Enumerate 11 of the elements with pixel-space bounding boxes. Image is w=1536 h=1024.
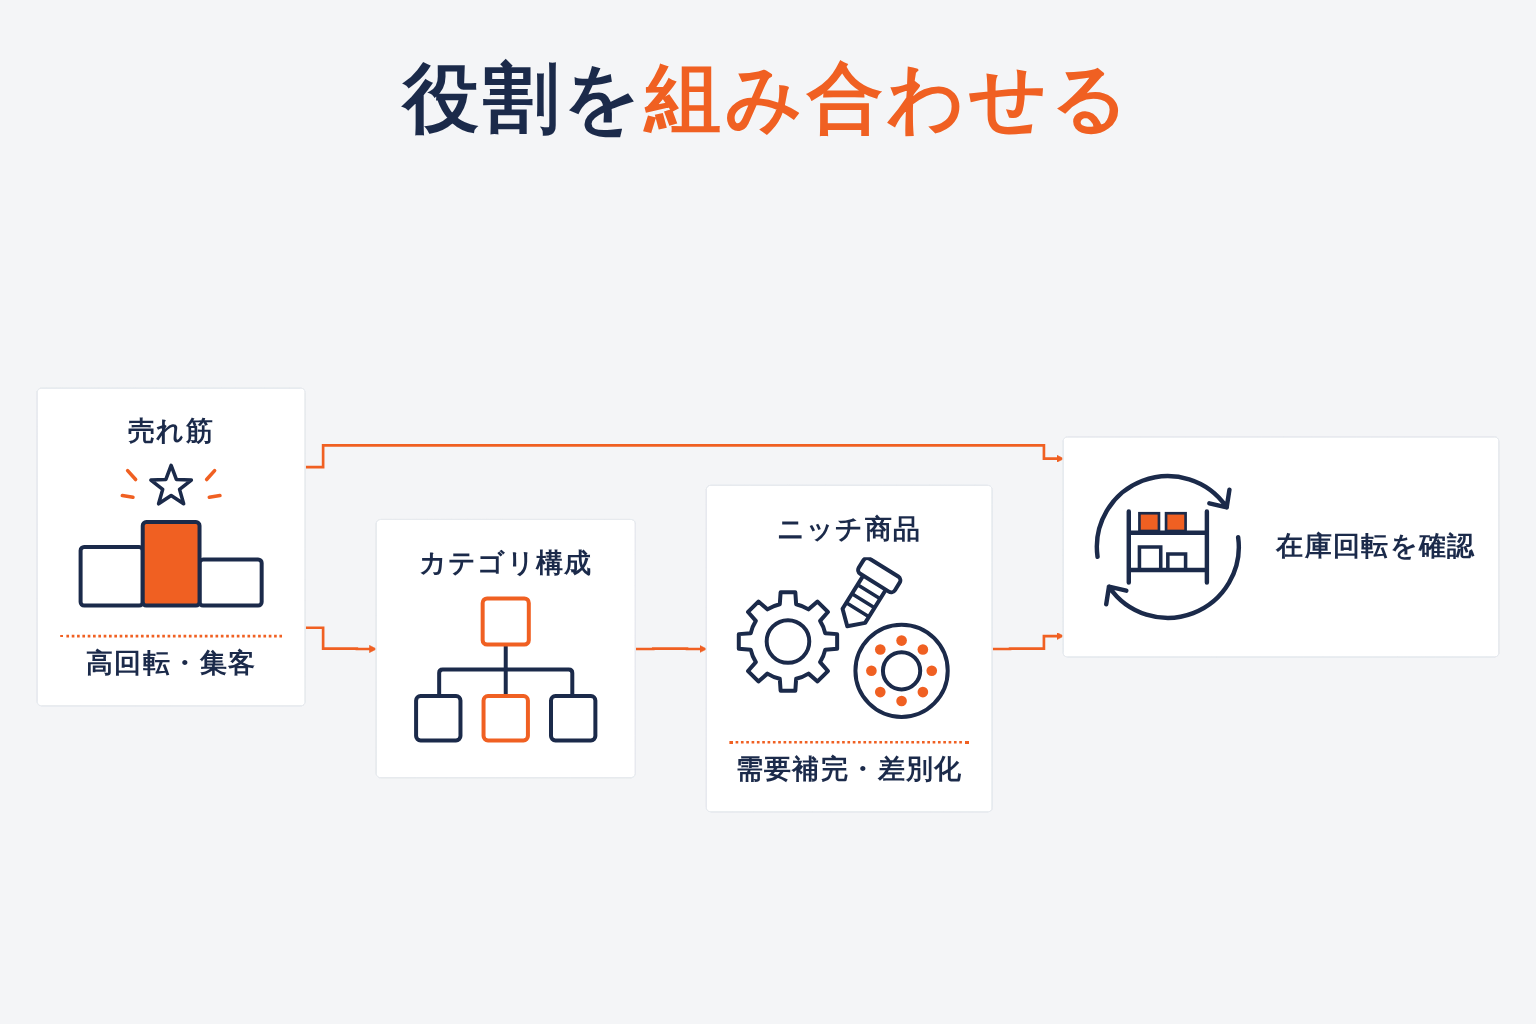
card-caption: 高回転・集客 [85,647,257,679]
card-title: 在庫回転を確認 [1276,529,1476,561]
card-heading: ニッチ商品 [776,512,922,544]
title: 役割を組み合わせる [403,52,1133,144]
arrow [635,645,708,653]
card-caption: 需要補完・差別化 [735,753,963,785]
card-heading: 売れ筋 [128,415,215,447]
card-title: カテゴリ構成 [418,546,593,579]
arrow [305,444,1065,469]
arrow [305,626,377,653]
arrow [992,632,1065,651]
